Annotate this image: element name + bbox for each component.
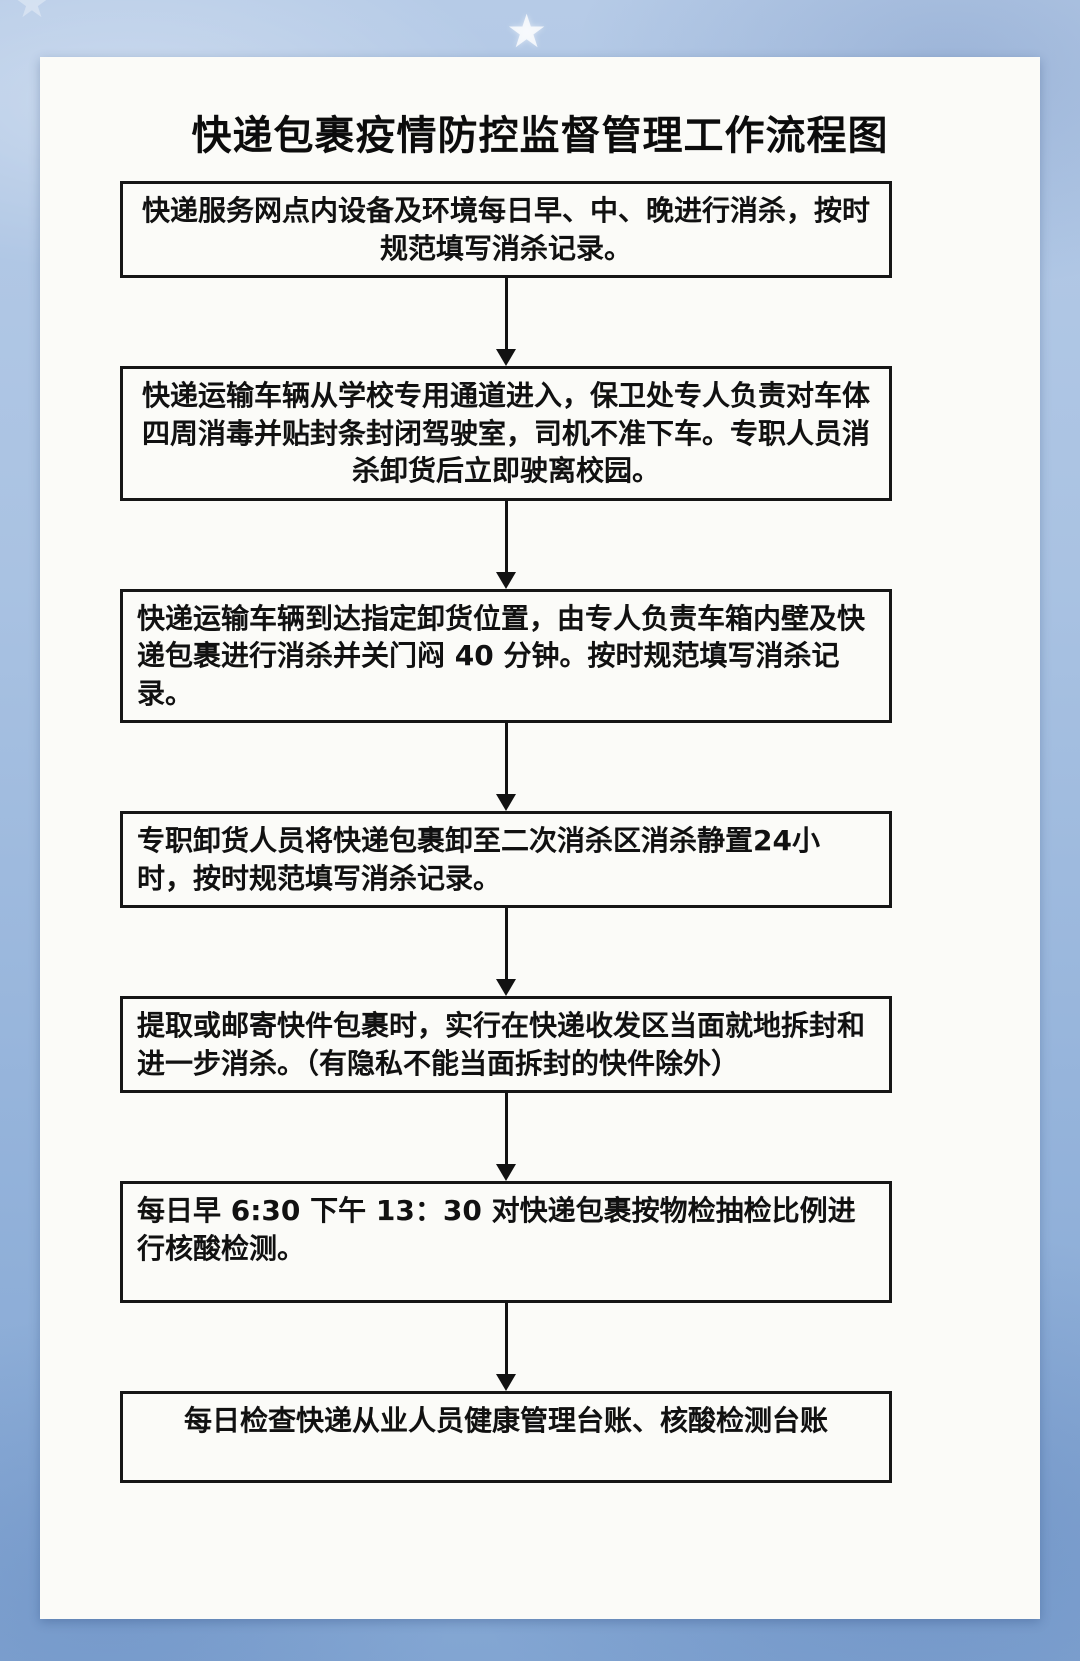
arrow-line — [504, 1303, 508, 1375]
star-decoration-icon: ★ — [14, 0, 50, 27]
flow-step-1: 快递服务网点内设备及环境每日早、中、晚进行消杀，按时规范填写消杀记录。 — [120, 181, 892, 279]
arrow-line — [504, 723, 508, 795]
flowchart-title: 快递包裹疫情防控监督管理工作流程图 — [191, 112, 889, 159]
arrow-head — [496, 349, 516, 367]
flow-step-4: 专职卸货人员将快递包裹卸至二次消杀区消杀静置24小时，按时规范填写消杀记录。 — [120, 811, 892, 909]
flowchart-paper: 快递包裹疫情防控监督管理工作流程图 快递服务网点内设备及环境每日早、中、晚进行消… — [40, 57, 1040, 1619]
arrow-line — [504, 1093, 508, 1165]
down-arrow-icon — [120, 1093, 892, 1182]
flow-step-7: 每日检查快递从业人员健康管理台账、核酸检测台账 — [120, 1391, 892, 1484]
arrow-line — [504, 278, 508, 350]
flow-step-2: 快递运输车辆从学校专用通道进入，保卫处专人负责对车体四周消毒并贴封条封闭驾驶室，… — [120, 366, 892, 501]
arrow-line — [504, 908, 508, 980]
flow-step-5: 提取或邮寄快件包裹时，实行在快递收发区当面就地拆封和进一步消杀。（有隐私不能当面… — [120, 996, 892, 1094]
down-arrow-icon — [120, 500, 892, 589]
arrow-head — [496, 979, 516, 997]
arrow-line — [504, 500, 508, 572]
down-arrow-icon — [120, 278, 892, 367]
arrow-head — [496, 1374, 516, 1392]
down-arrow-icon — [120, 908, 892, 997]
arrow-head — [496, 794, 516, 812]
flowchart: 快递服务网点内设备及环境每日早、中、晚进行消杀，按时规范填写消杀记录。 快递运输… — [120, 181, 892, 1484]
down-arrow-icon — [120, 723, 892, 812]
arrow-head — [496, 1164, 516, 1182]
down-arrow-icon — [120, 1303, 892, 1392]
arrow-head — [496, 571, 516, 589]
star-decoration-icon: ★ — [506, 4, 548, 58]
flow-step-3: 快递运输车辆到达指定卸货位置，由专人负责车箱内壁及快递包裹进行消杀并关门闷 40… — [120, 588, 892, 724]
flow-step-6: 每日早 6:30 下午 13：30 对快递包裹按物检抽检比例进行核酸检测。 — [120, 1181, 892, 1304]
